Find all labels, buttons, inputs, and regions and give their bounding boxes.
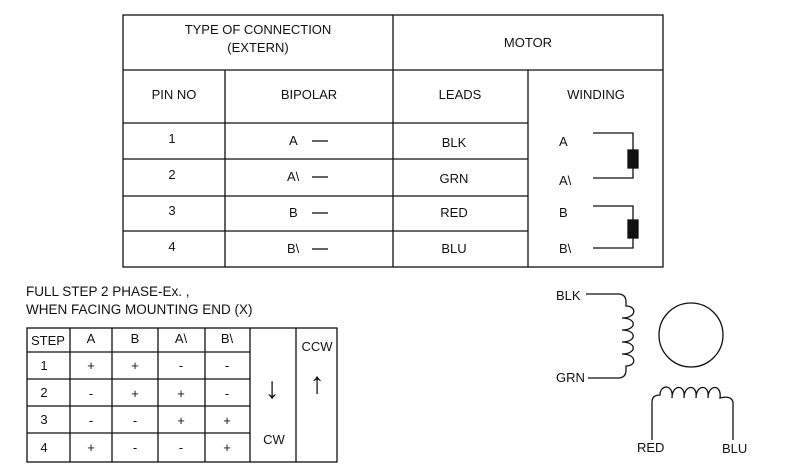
step-row-4: 4 + - - +: [40, 440, 230, 455]
step-cell: -: [133, 440, 137, 455]
step-table-subtitle: WHEN FACING MOUNTING END (X): [26, 302, 253, 317]
step-cell: +: [223, 413, 231, 428]
winding-b-coil-icon: [593, 205, 639, 249]
step-cell: 4: [40, 440, 47, 455]
lead-red: RED: [440, 205, 467, 220]
pin-1: 1: [168, 131, 175, 146]
winding-a: A: [559, 134, 568, 149]
step-cell: -: [179, 440, 183, 455]
step-row-3: 3 - - + +: [40, 412, 230, 428]
ccw-arrow-icon: ↑: [310, 367, 325, 400]
motor-header: MOTOR: [504, 35, 552, 50]
step-cell: -: [89, 413, 93, 428]
cw-arrow-icon: ↓: [265, 372, 280, 405]
step-cell: +: [131, 386, 139, 401]
pin-2: 2: [168, 167, 175, 182]
leads-header: LEADS: [439, 87, 482, 102]
grn-label: GRN: [556, 370, 585, 385]
motor-schematic: BLK GRN RED BLU: [556, 288, 747, 456]
step-cell: 1: [40, 358, 47, 373]
winding-a-bar: A\: [559, 173, 572, 188]
pin-4: 4: [168, 239, 175, 254]
step-cell: -: [133, 413, 137, 428]
red-label: RED: [637, 440, 664, 455]
step-cell: +: [87, 358, 95, 373]
vertical-coil-icon: [586, 293, 635, 379]
winding-header: WINDING: [567, 87, 625, 102]
bipolar-b-bar: B\: [287, 241, 300, 256]
step-cell: -: [179, 358, 183, 373]
step-cell: +: [131, 358, 139, 373]
horizontal-coil-icon: [651, 386, 734, 440]
lead-grn: GRN: [440, 171, 469, 186]
step-cell: +: [177, 386, 185, 401]
bipolar-a: A: [289, 133, 298, 148]
bipolar-a-bar: A\: [287, 169, 300, 184]
lead-blk: BLK: [442, 135, 467, 150]
blu-label: BLU: [722, 441, 747, 456]
winding-a-coil-icon: [593, 132, 639, 179]
bipolar-header: BIPOLAR: [281, 87, 337, 102]
winding-b: B: [559, 205, 568, 220]
step-row-2: 2 - + + -: [40, 385, 229, 401]
step-cell: +: [87, 440, 95, 455]
rotor-icon: [658, 302, 724, 368]
step-cell: -: [89, 386, 93, 401]
step-header-a-bar: A\: [175, 331, 188, 346]
step-row-1: 1 + + - -: [40, 358, 229, 373]
step-header-a: A: [87, 331, 96, 346]
connection-table: [122, 14, 664, 268]
cw-label: CW: [263, 432, 285, 447]
connection-type-header: TYPE OF CONNECTION: [185, 22, 332, 37]
step-cell: 2: [40, 385, 47, 400]
pin-3: 3: [168, 203, 175, 218]
step-cell: -: [225, 358, 229, 373]
pin-no-header: PIN NO: [152, 87, 197, 102]
ccw-label: CCW: [301, 339, 333, 354]
step-header-b: B: [131, 331, 140, 346]
step-cell: +: [223, 440, 231, 455]
connection-extern-header: (EXTERN): [227, 40, 288, 55]
step-table: [26, 327, 338, 463]
step-cell: +: [177, 413, 185, 428]
step-cell: 3: [40, 412, 47, 427]
step-header-b-bar: B\: [221, 331, 234, 346]
step-table-title: FULL STEP 2 PHASE-Ex. ,: [26, 284, 190, 299]
winding-b-bar: B\: [559, 241, 572, 256]
bipolar-b: B: [289, 205, 298, 220]
blk-label: BLK: [556, 288, 581, 303]
step-cell: -: [225, 386, 229, 401]
step-header: STEP: [31, 333, 65, 348]
lead-blu: BLU: [441, 241, 466, 256]
